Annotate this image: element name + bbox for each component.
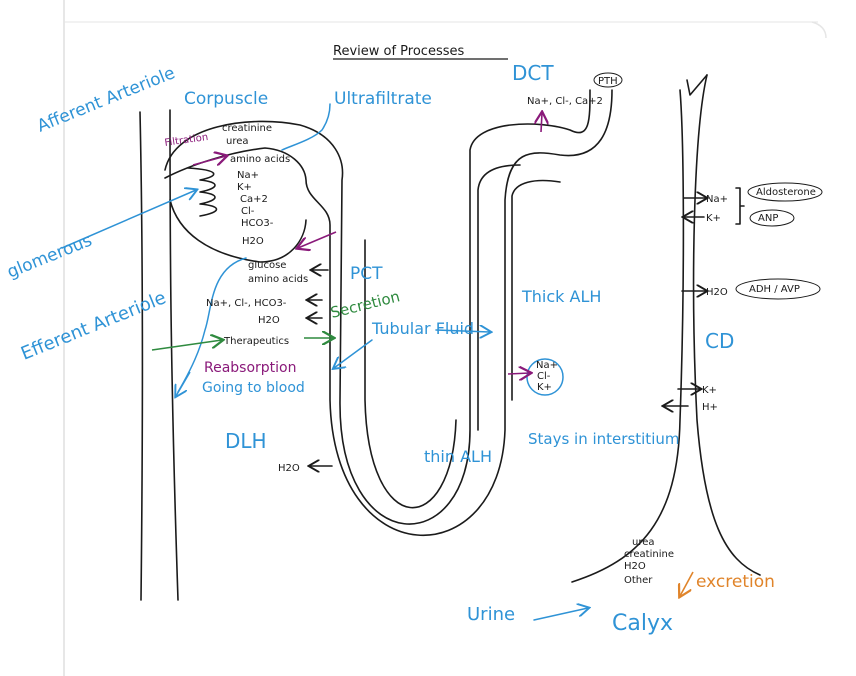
filtrate-list: creatinine urea amino acids Na+ K+ Ca+2 … xyxy=(222,123,290,247)
collecting-duct-top-tick xyxy=(686,74,708,96)
alh-ion: Na+ xyxy=(536,360,558,371)
adh-bubble xyxy=(735,278,821,300)
urine-item: creatinine xyxy=(624,549,674,560)
urine-label: Urine xyxy=(467,604,515,625)
afferent-arteriole-label: Afferent Arteriole xyxy=(34,63,178,137)
cd-h2o: H2O xyxy=(706,287,728,298)
thick-alh-inner-wall xyxy=(477,164,521,431)
bowman-capsule-outer xyxy=(164,89,591,525)
filtrate-item: urea xyxy=(226,136,249,147)
cd-k-top: K+ xyxy=(706,213,721,224)
filtrate-item: Cl- xyxy=(241,206,255,217)
glomerous-label: glomerous xyxy=(4,230,95,282)
stays-interstitium-label: Stays in interstitium xyxy=(528,430,679,448)
filtrate-item: creatinine xyxy=(222,123,272,134)
cd-label: CD xyxy=(705,329,734,353)
cd-h-bottom: H+ xyxy=(702,402,718,413)
filtrate-item: HCO3- xyxy=(241,218,274,229)
pct-item: amino acids xyxy=(248,274,308,285)
corpuscle-label: Corpuscle xyxy=(184,89,268,109)
filtrate-item: K+ xyxy=(237,182,252,193)
ultrafiltrate-pointer xyxy=(281,103,331,151)
pct-item: glucose xyxy=(248,260,286,271)
page-corner xyxy=(811,21,827,39)
reabsorbed-bracket-arrow xyxy=(176,371,191,396)
urine-list: urea creatinine H2O Other xyxy=(624,537,674,586)
urine-item: urea xyxy=(632,537,655,548)
tubular-fluid-label: Tubular Fluid xyxy=(371,319,474,338)
filtration-arrow xyxy=(192,156,226,165)
reabsorption-label: Reabsorption xyxy=(204,360,297,376)
adh-label: ADH / AVP xyxy=(749,284,800,295)
filtrate-item: Ca+2 xyxy=(240,194,268,205)
glomerulus-coil xyxy=(187,167,218,217)
anp-bubble xyxy=(749,209,795,227)
collecting-duct-right-wall xyxy=(692,74,761,576)
alh-ion: K+ xyxy=(537,382,552,393)
thin-alh-label: thin ALH xyxy=(424,447,492,466)
alh-purple-arrow xyxy=(507,373,530,374)
reabsorbed-bracket xyxy=(177,257,247,393)
going-to-blood-label: Going to blood xyxy=(202,380,305,396)
loop-inner-wall xyxy=(364,239,457,509)
collecting-duct-left-wall xyxy=(571,89,685,583)
dct-ions: Na+, Cl-, Ca+2 xyxy=(527,96,603,107)
excretion-label: excretion xyxy=(696,572,775,592)
blood-vessel-right-wall xyxy=(169,109,179,601)
aldosterone-label: Aldosterone xyxy=(756,187,816,198)
dct-purple-arrow xyxy=(541,113,542,133)
urine-item: Other xyxy=(624,575,653,586)
alh-ion: Cl- xyxy=(537,371,551,382)
anp-label: ANP xyxy=(758,213,778,224)
tubular-fluid-arrow-right xyxy=(435,330,490,332)
excretion-arrow xyxy=(680,571,694,596)
alh-ions: Na+ Cl- K+ xyxy=(536,360,558,393)
bowman-capsule-inner xyxy=(164,89,613,537)
aldosterone-bubble xyxy=(747,182,823,202)
filtrate-purple-arrow xyxy=(298,231,337,248)
efferent-arrow xyxy=(151,340,222,351)
filtrate-item: H2O xyxy=(242,236,264,247)
pct-item: H2O xyxy=(258,315,280,326)
page-title: Review of Processes xyxy=(333,44,464,59)
cd-na: Na+ xyxy=(706,194,728,205)
pth-bubble xyxy=(593,72,623,88)
filtrate-item: Na+ xyxy=(237,170,259,181)
calyx-label: Calyx xyxy=(612,611,673,636)
filtrate-item: amino acids xyxy=(230,154,290,165)
thick-alh-outer-wall xyxy=(511,179,561,401)
urine-to-calyx-arrow xyxy=(533,608,588,621)
ultrafiltrate-label: Ultrafiltrate xyxy=(334,89,432,109)
urine-item: H2O xyxy=(624,561,646,572)
pth-label: PTH xyxy=(598,76,618,87)
bowman-capsule-lower xyxy=(169,199,307,263)
dlh-h2o: H2O xyxy=(278,463,300,474)
glomerous-arrow xyxy=(61,190,196,249)
efferent-arteriole-label: Efferent Arteriole xyxy=(18,287,169,364)
blood-vessel-left-wall xyxy=(139,111,144,601)
cd-k-bottom: K+ xyxy=(702,385,717,396)
pct-item: Na+, Cl-, HCO3- xyxy=(206,298,287,309)
cd-brace xyxy=(735,187,745,225)
tubular-fluid-arrow-left xyxy=(334,339,373,368)
thick-alh-label: Thick ALH xyxy=(521,287,601,306)
dct-label: DCT xyxy=(512,61,554,85)
dlh-label: DLH xyxy=(225,429,267,453)
pct-label: PCT xyxy=(350,264,383,284)
therapeutics-label: Therapeutics xyxy=(223,336,289,347)
pct-reabsorbed-list: glucose amino acids Na+, Cl-, HCO3- H2O xyxy=(206,260,308,326)
